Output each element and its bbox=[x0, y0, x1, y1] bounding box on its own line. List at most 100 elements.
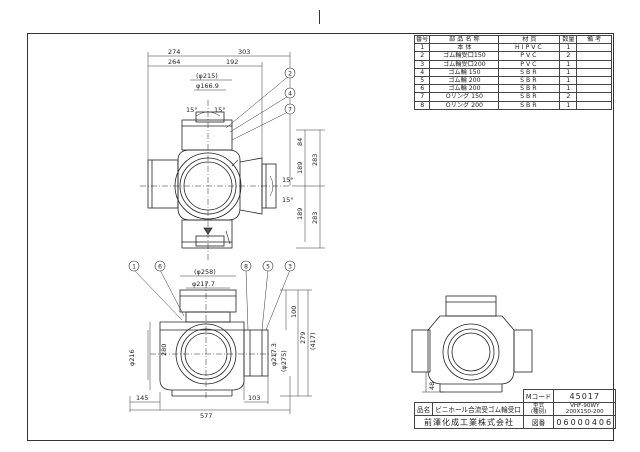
product-name: ビニホール合流受ゴム輪受口 bbox=[432, 402, 524, 416]
dim-303: 303 bbox=[238, 48, 250, 56]
dim-189-b: 189 bbox=[296, 208, 304, 220]
row-qty: 1 bbox=[559, 84, 578, 94]
dim-103: 103 bbox=[248, 394, 260, 402]
row-no: 7 bbox=[413, 92, 431, 102]
col-no: 番号 bbox=[413, 34, 431, 45]
dwg-label: 図番 bbox=[522, 415, 555, 429]
dim-100: 100 bbox=[290, 306, 298, 318]
row-qty: 1 bbox=[559, 75, 578, 86]
dim-84: 84 bbox=[296, 138, 304, 146]
row-no: 4 bbox=[413, 67, 431, 77]
dim-phi275: (φ275) bbox=[280, 350, 288, 372]
mcode-value: 45017 bbox=[553, 389, 617, 403]
callout-1: 1 bbox=[132, 264, 136, 271]
row-note bbox=[576, 59, 612, 69]
row-note bbox=[576, 84, 612, 94]
row-qty: 2 bbox=[559, 51, 578, 61]
row-qty: 1 bbox=[559, 100, 578, 110]
callout-7-top: 7 bbox=[288, 107, 292, 114]
model-1: VHF-90WY bbox=[570, 403, 600, 409]
angle-15-c: 15° bbox=[282, 176, 294, 184]
dim-phi215: (φ215) bbox=[196, 72, 218, 80]
row-qty: 1 bbox=[559, 67, 578, 77]
row-name: ゴム輪受口150 bbox=[429, 51, 500, 61]
row-no: 3 bbox=[413, 59, 431, 69]
dim-192: 192 bbox=[226, 58, 238, 66]
dim-phi217-3: φ217.3 bbox=[270, 343, 278, 366]
dim-189-a: 189 bbox=[296, 162, 304, 174]
row-qty: 1 bbox=[559, 59, 578, 69]
callout-6: 6 bbox=[158, 264, 162, 271]
parts-header-row: 番号 部 品 名 称 材 質 数量 備 考 bbox=[413, 34, 612, 45]
dim-417: (417) bbox=[309, 333, 317, 350]
row-material: HIPVC bbox=[498, 43, 561, 53]
drawing-frame bbox=[27, 33, 614, 441]
row-no: 2 bbox=[413, 51, 431, 61]
angle-15-d: 15° bbox=[282, 196, 294, 204]
row-name: ゴム輪受口200 bbox=[429, 59, 500, 69]
dim-48: 48 bbox=[428, 382, 436, 390]
company-name: 前澤化成工業株式会社 bbox=[414, 415, 524, 429]
model-label-2: (種別) bbox=[530, 409, 547, 415]
center-mark bbox=[319, 10, 320, 24]
col-qty: 数量 bbox=[559, 34, 578, 45]
title-block: Mコード 45017 品名 ビニホール合流受ゴム輪受口 型式(種別) VHF-9… bbox=[413, 389, 617, 429]
row-material: PVC bbox=[498, 51, 561, 61]
row-no: 6 bbox=[413, 84, 431, 94]
row-name: Oリング 200 bbox=[429, 100, 500, 110]
name-label: 品名 bbox=[413, 402, 434, 416]
row-note bbox=[576, 43, 612, 53]
row-note bbox=[576, 67, 612, 77]
callout-2-top: 2 bbox=[288, 71, 292, 78]
row-no: 8 bbox=[413, 100, 431, 110]
row-note bbox=[576, 100, 612, 110]
dim-phi258: (φ258) bbox=[194, 268, 216, 276]
dim-577: 577 bbox=[200, 412, 212, 420]
col-note: 備 考 bbox=[576, 34, 612, 45]
row-material: SBR bbox=[498, 75, 561, 86]
mcode-label: Mコード bbox=[522, 389, 555, 403]
dim-phi166: φ166.9 bbox=[196, 82, 219, 90]
row-material: SBR bbox=[498, 84, 561, 94]
row-material: SBR bbox=[498, 92, 561, 102]
row-note bbox=[576, 51, 612, 61]
col-name: 部 品 名 称 bbox=[429, 34, 500, 45]
dim-145: 145 bbox=[136, 394, 148, 402]
model-2: 200X150-200 bbox=[565, 409, 604, 415]
row-no: 1 bbox=[413, 43, 431, 53]
dim-274: 274 bbox=[168, 48, 180, 56]
col-material: 材 質 bbox=[498, 34, 561, 45]
row-name: ゴム輪 200 bbox=[429, 84, 500, 94]
row-name: Oリング 150 bbox=[429, 92, 500, 102]
dim-280: 280 bbox=[160, 344, 168, 356]
callout-5: 5 bbox=[266, 264, 270, 271]
row-material: SBR bbox=[498, 100, 561, 110]
row-name: 本 体 bbox=[429, 43, 500, 53]
callout-3: 3 bbox=[288, 264, 292, 271]
row-note bbox=[576, 75, 612, 86]
dim-phi217-7: φ217.7 bbox=[192, 280, 215, 288]
row-qty: 1 bbox=[559, 43, 578, 53]
row-name: ゴム輪 150 bbox=[429, 67, 500, 77]
row-no: 5 bbox=[413, 75, 431, 86]
row-note bbox=[576, 92, 612, 102]
model-label-1: 型式 bbox=[533, 403, 545, 409]
row-material: SBR bbox=[498, 67, 561, 77]
dim-283-a: 283 bbox=[311, 154, 319, 166]
row-qty: 2 bbox=[559, 92, 578, 102]
dim-264: 264 bbox=[168, 58, 180, 66]
dim-279: 279 bbox=[299, 332, 307, 344]
